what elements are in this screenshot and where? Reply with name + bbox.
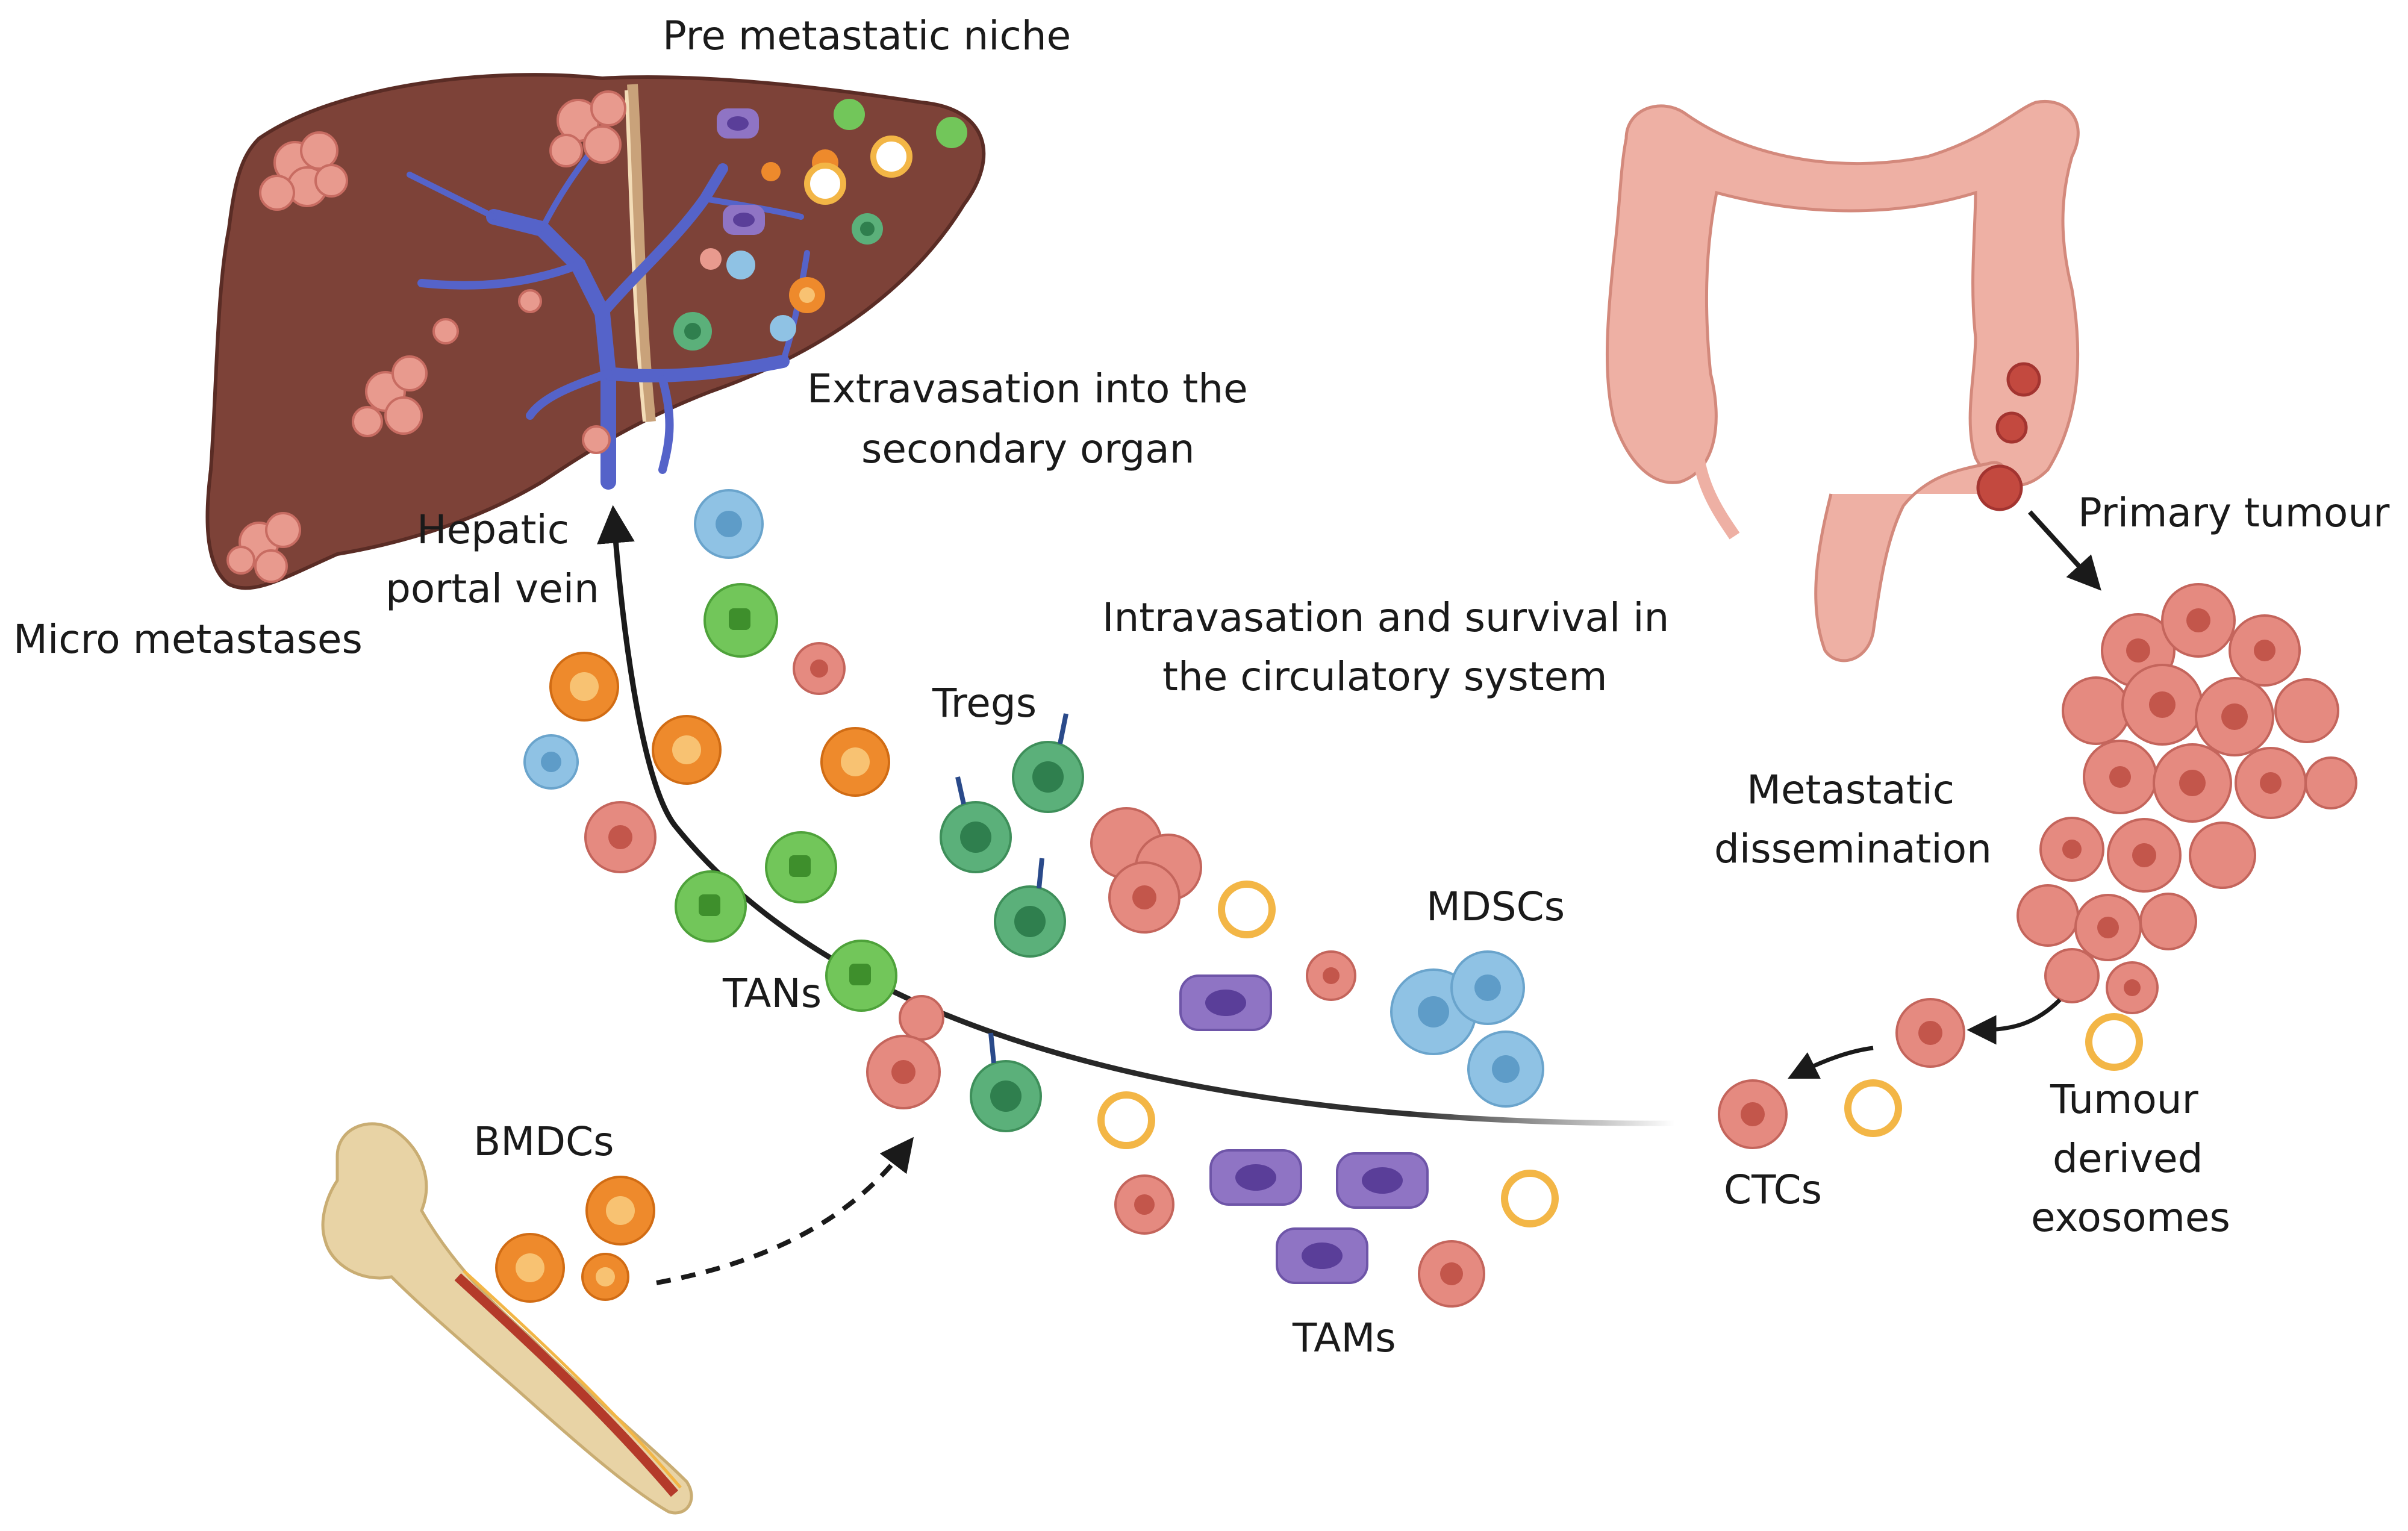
label-tregs: Tregs (932, 680, 1037, 726)
cell-icon (1718, 998, 1965, 1149)
label-derived: derived (2053, 1135, 2203, 1182)
arrow-dissemination-2 (1788, 1046, 1874, 1079)
bmdc-arrow (656, 1137, 914, 1285)
label-primary-tumour: Primary tumour (2078, 490, 2390, 536)
label-tumour: Tumour (2050, 1076, 2198, 1123)
label-pre-metastatic-niche: Pre metastatic niche (663, 13, 1071, 59)
label-intravasation-line2: the circulatory system (1162, 653, 1608, 700)
label-ctcs: CTCs (1724, 1167, 1823, 1213)
label-micro-metastases: Micro metastases (13, 616, 363, 663)
label-bmdcs: BMDCs (473, 1118, 614, 1165)
label-intravasation-line1: Intravasation and survival in (1102, 594, 1670, 641)
label-tams: TAMs (1293, 1315, 1396, 1361)
label-exosomes: exosomes (2031, 1194, 2230, 1241)
label-extravasation-line2: secondary organ (861, 426, 1195, 472)
label-hepatic: Hepatic (417, 507, 570, 553)
colon-icon (1605, 100, 2080, 663)
liver-icon (205, 73, 986, 590)
label-tans: TANs (723, 970, 822, 1017)
arrow-to-tumour (2028, 510, 2101, 591)
tumour-mass-icon (2017, 583, 2357, 1014)
label-metastatic: Metastatic (1747, 767, 1955, 813)
label-dissemination: dissemination (1714, 826, 1992, 872)
macrophage-icon (1179, 974, 1429, 1284)
label-mdscs: MDSCs (1426, 884, 1565, 930)
arrow-dissemination-1 (1967, 998, 2062, 1045)
femur-bone-icon (321, 1122, 693, 1515)
exosome-icon (1097, 881, 2143, 1227)
label-extravasation-line1: Extravasation into the (807, 366, 1248, 412)
label-portal-vein: portal vein (385, 566, 599, 612)
circulation-arrow (597, 505, 1675, 1126)
